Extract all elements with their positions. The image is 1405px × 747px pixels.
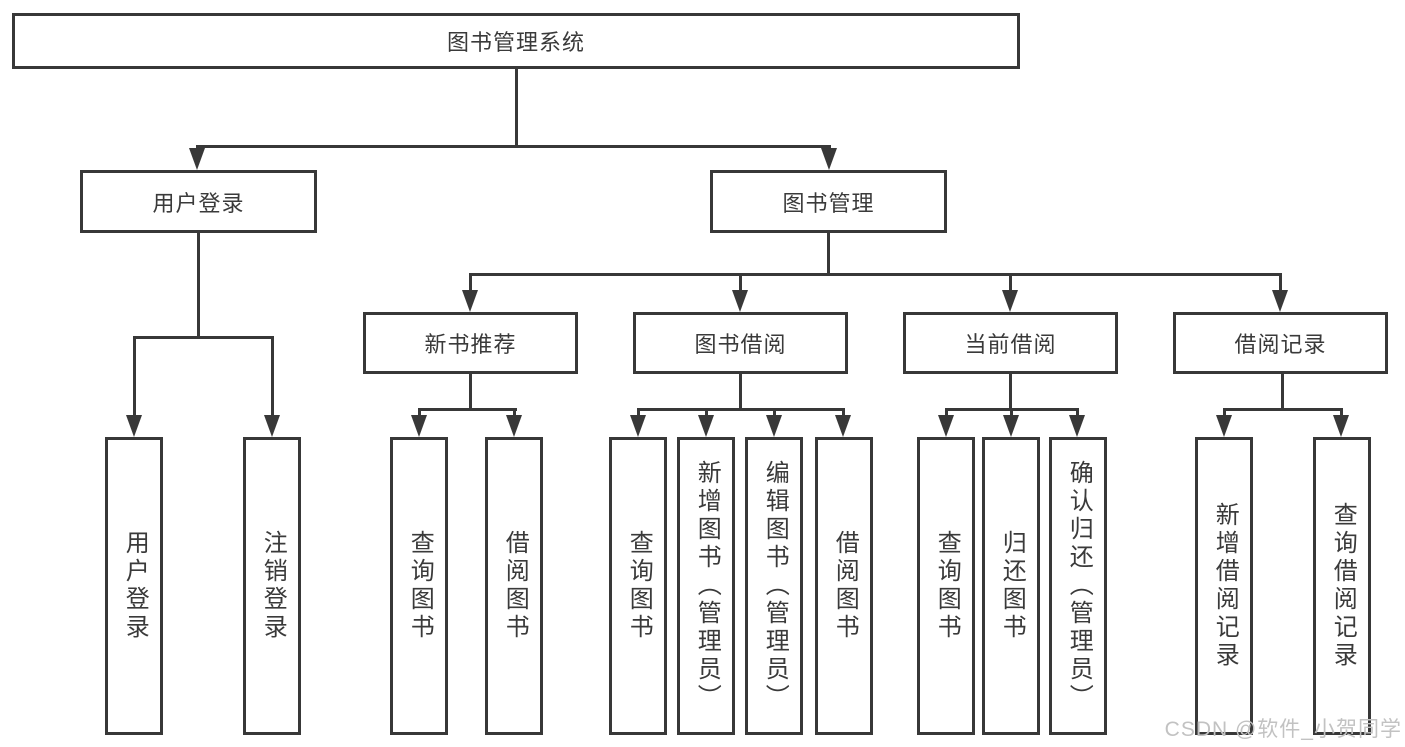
leaf-label: 新增借阅记录 — [1211, 502, 1239, 670]
leaf-label: 确认归还（管理员） — [1065, 460, 1093, 712]
connector-line — [1340, 408, 1343, 420]
connector-line — [271, 336, 274, 420]
node-label: 图书管理系统 — [446, 30, 585, 55]
connector-line — [827, 233, 830, 276]
node-label: 用户登录 — [152, 190, 245, 216]
leaf-label: 查询借阅记录 — [1329, 502, 1357, 670]
connector-line — [133, 336, 274, 339]
arrowhead-icon — [1272, 290, 1288, 312]
arrowhead-icon — [411, 415, 427, 437]
csdn-watermark: CSDN @软件_小贺同学 — [1164, 718, 1402, 741]
node-user-login: 用户登录 — [80, 170, 317, 233]
connector-line — [945, 408, 948, 420]
connector-line — [773, 408, 776, 420]
leaf-label: 注销登录 — [259, 530, 287, 642]
arrowhead-icon — [938, 415, 954, 437]
leaf-label: 查询图书 — [406, 530, 434, 642]
arrowhead-icon — [1333, 415, 1349, 437]
connector-line — [739, 273, 742, 293]
node-borrowing-records: 借阅记录 — [1173, 312, 1388, 374]
arrowhead-icon — [126, 415, 142, 437]
arrowhead-icon — [821, 148, 837, 170]
connector-line — [739, 374, 742, 411]
connector-line — [1009, 374, 1012, 411]
connector-line — [515, 68, 518, 146]
arrowhead-icon — [189, 148, 205, 170]
leaf-query-borrow-record: 查询借阅记录 — [1313, 437, 1371, 735]
connector-line — [842, 408, 845, 420]
leaf-label: 用户登录 — [121, 530, 149, 642]
arrowhead-icon — [462, 290, 478, 312]
connector-line — [196, 145, 831, 148]
leaf-user-login: 用户登录 — [105, 437, 163, 735]
connector-line — [637, 408, 845, 411]
node-label: 新书推荐 — [424, 332, 517, 357]
connector-line — [1223, 408, 1343, 411]
connector-line — [133, 336, 136, 420]
leaf-label: 借阅图书 — [831, 530, 859, 642]
connector-line — [513, 408, 516, 420]
connector-line — [418, 408, 421, 420]
node-book-management: 图书管理 — [710, 170, 947, 233]
connector-line — [418, 408, 517, 411]
leaf-query-books-borrowing: 查询图书 — [609, 437, 667, 735]
arrowhead-icon — [1002, 290, 1018, 312]
leaf-label: 借阅图书 — [501, 530, 529, 642]
arrowhead-icon — [506, 415, 522, 437]
connector-line — [1281, 374, 1284, 411]
node-library-management-system: 图书管理系统 — [12, 13, 1020, 69]
arrowhead-icon — [835, 415, 851, 437]
leaf-confirm-return-admin: 确认归还（管理员） — [1049, 437, 1107, 735]
node-label: 当前借阅 — [964, 332, 1057, 357]
leaf-label: 查询图书 — [933, 530, 961, 642]
connector-line — [197, 233, 200, 339]
node-current-borrowing: 当前借阅 — [903, 312, 1118, 374]
arrowhead-icon — [1216, 415, 1232, 437]
arrowhead-icon — [766, 415, 782, 437]
leaf-label: 编辑图书（管理员） — [761, 460, 789, 712]
connector-line — [705, 408, 708, 420]
arrowhead-icon — [1069, 415, 1085, 437]
leaf-return-book: 归还图书 — [982, 437, 1040, 735]
connector-line — [469, 273, 1282, 276]
connector-line — [1279, 273, 1282, 293]
connector-line — [1009, 273, 1012, 293]
leaf-borrow-books-borrowing: 借阅图书 — [815, 437, 873, 735]
arrowhead-icon — [630, 415, 646, 437]
leaf-query-books-current: 查询图书 — [917, 437, 975, 735]
arrowhead-icon — [732, 290, 748, 312]
leaf-add-book-admin: 新增图书（管理员） — [677, 437, 735, 735]
connector-line — [637, 408, 640, 420]
connector-line — [469, 273, 472, 293]
node-label: 借阅记录 — [1234, 332, 1327, 357]
node-book-borrowing: 图书借阅 — [633, 312, 848, 374]
leaf-borrow-books-recommend: 借阅图书 — [485, 437, 543, 735]
leaf-label: 新增图书（管理员） — [693, 460, 721, 712]
leaf-label: 查询图书 — [625, 530, 653, 642]
connector-line — [1010, 408, 1013, 420]
connector-line — [1076, 408, 1079, 420]
leaf-logout-login: 注销登录 — [243, 437, 301, 735]
leaf-query-books-recommend: 查询图书 — [390, 437, 448, 735]
arrowhead-icon — [1003, 415, 1019, 437]
connector-line — [469, 374, 472, 411]
leaf-label: 归还图书 — [998, 530, 1026, 642]
arrowhead-icon — [698, 415, 714, 437]
node-label: 图书借阅 — [694, 332, 787, 357]
node-label: 图书管理 — [782, 190, 875, 216]
arrowhead-icon — [264, 415, 280, 437]
node-new-book-recommendation: 新书推荐 — [363, 312, 578, 374]
connector-line — [1223, 408, 1226, 420]
leaf-add-borrow-record: 新增借阅记录 — [1195, 437, 1253, 735]
leaf-edit-book-admin: 编辑图书（管理员） — [745, 437, 803, 735]
